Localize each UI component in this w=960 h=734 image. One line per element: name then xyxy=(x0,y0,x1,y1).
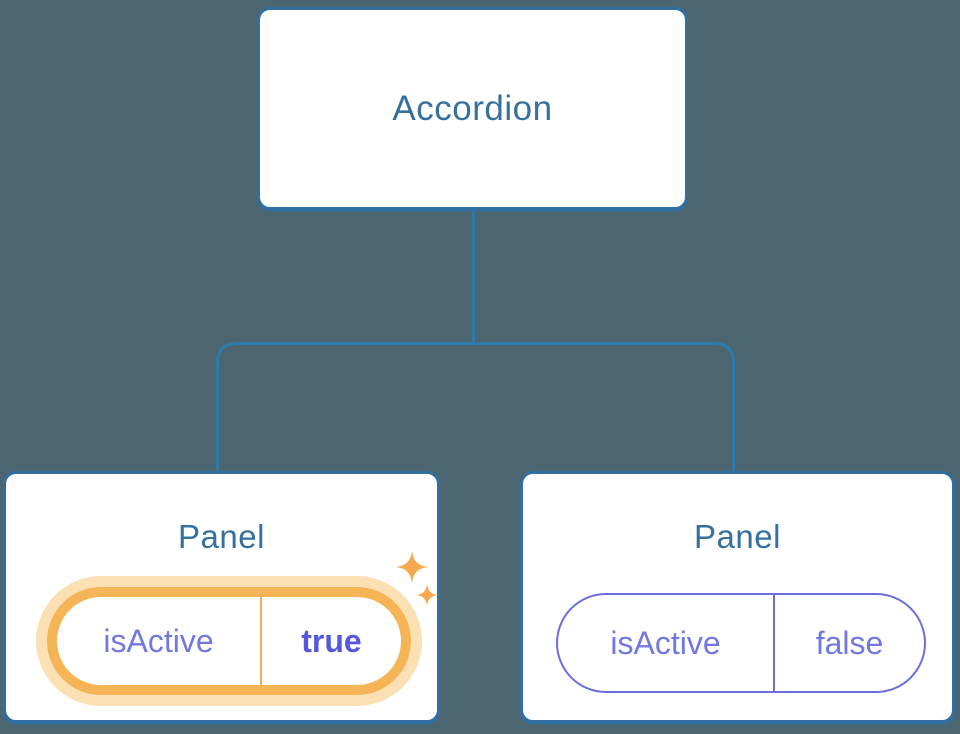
connector-branch xyxy=(216,342,735,472)
prop-name-label: isActive xyxy=(610,624,721,661)
accordion-label: Accordion xyxy=(392,88,553,128)
panel-title: Panel xyxy=(694,518,781,555)
sparkle-large xyxy=(396,551,428,583)
panel-title: Panel xyxy=(178,518,265,555)
sparkle-small xyxy=(416,584,438,606)
accordion-node: Accordion xyxy=(257,7,688,210)
pill-divider xyxy=(773,595,775,691)
state-pill-inactive: isActive false xyxy=(556,593,926,693)
prop-value-label: true xyxy=(301,622,362,659)
prop-value-label: false xyxy=(815,624,884,661)
sparkle-icon xyxy=(396,551,438,606)
panel-node-active: Panel isActive true xyxy=(3,471,440,723)
state-pill-active: isActive true xyxy=(47,587,411,695)
panel-node-inactive: Panel isActive false xyxy=(520,471,955,723)
pill-divider xyxy=(260,597,262,685)
prop-name-label: isActive xyxy=(103,622,214,659)
